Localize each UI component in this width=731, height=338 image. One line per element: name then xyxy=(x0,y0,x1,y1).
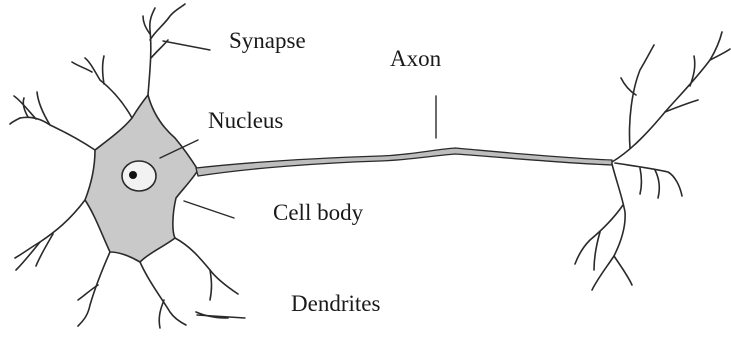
axon xyxy=(196,148,612,176)
nucleolus xyxy=(129,171,137,179)
label-dendrites: Dendrites xyxy=(291,292,380,315)
label-cell-body: Cell body xyxy=(273,201,363,224)
leader-lines xyxy=(160,41,436,318)
dendrites-bottom xyxy=(78,238,238,328)
synapse-leader xyxy=(163,41,210,50)
label-axon: Axon xyxy=(390,47,441,70)
label-nucleus: Nucleus xyxy=(208,109,283,132)
cell-body-leader xyxy=(184,201,234,218)
dendrites-top xyxy=(72,4,185,118)
dendrites-left xyxy=(10,92,95,270)
nucleus xyxy=(122,161,156,191)
label-synapse: Synapse xyxy=(229,29,306,52)
